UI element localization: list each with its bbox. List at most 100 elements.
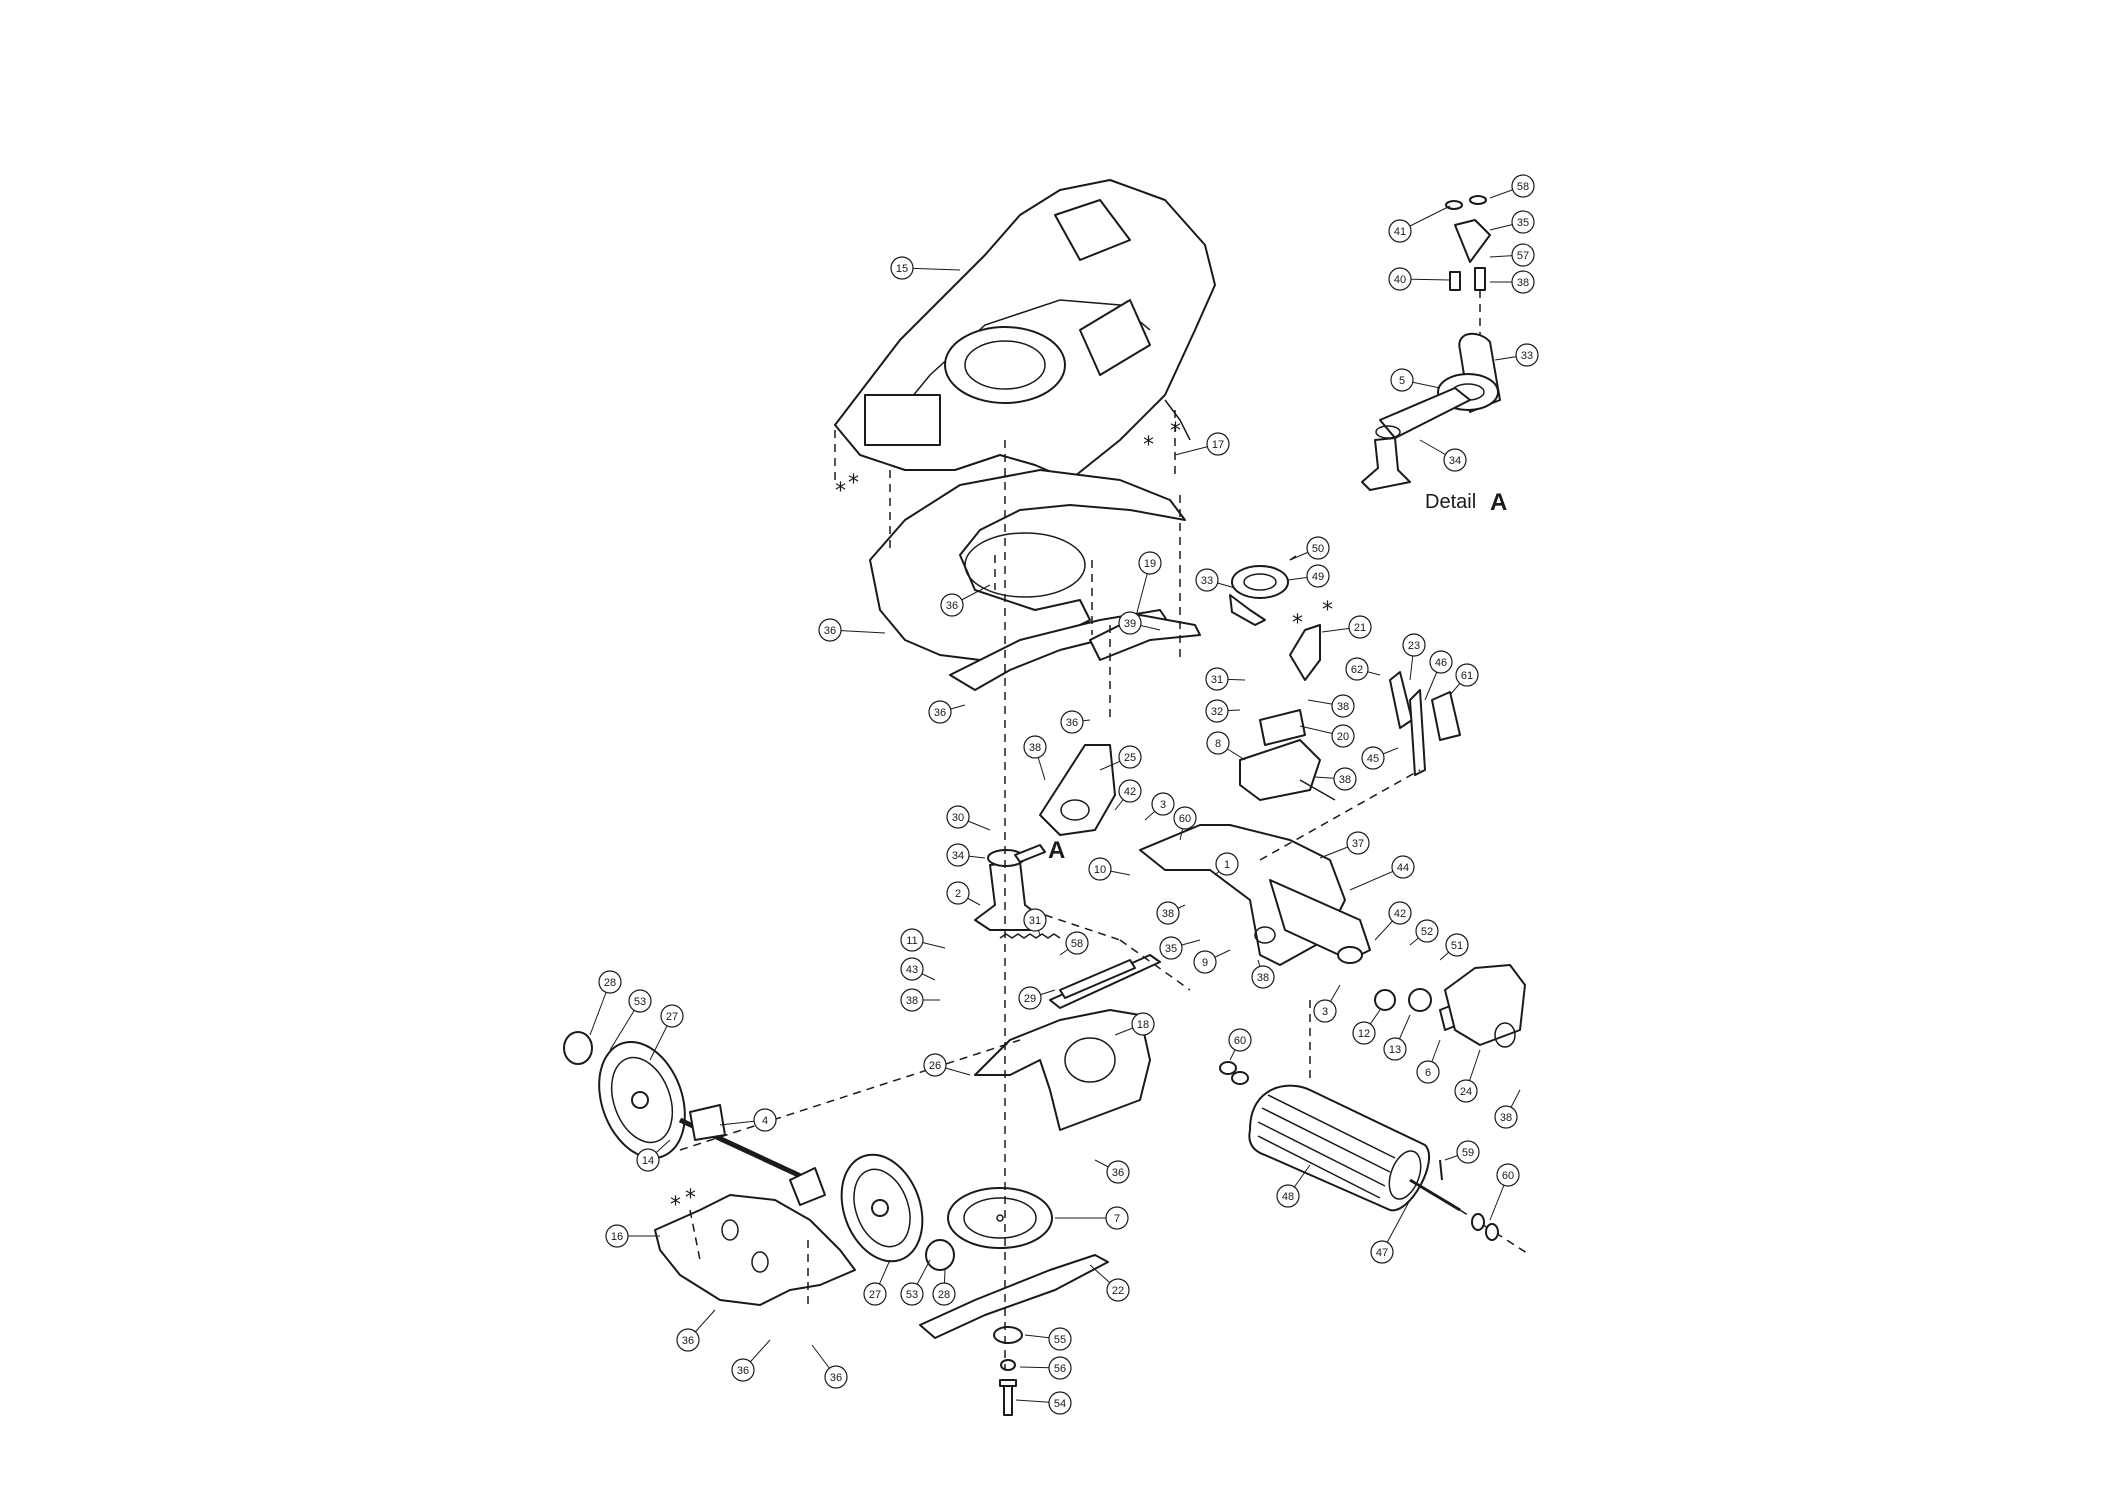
callout-number: 42 — [1124, 786, 1136, 798]
callout-bubble — [1048, 1356, 1072, 1380]
callout-8: 8 — [1206, 731, 1246, 761]
callout-bubble — [1048, 1327, 1072, 1351]
callout-bubble — [731, 1358, 755, 1382]
callout-number: 55 — [1054, 1334, 1066, 1346]
callout-bubble — [1251, 965, 1275, 989]
callout-number: 46 — [1435, 657, 1447, 669]
callout-27: 27 — [649, 1004, 684, 1061]
callout-19: 19 — [1134, 551, 1162, 621]
callout-36: 36 — [818, 618, 886, 642]
callout-1: 1 — [1214, 852, 1239, 876]
callout-26: 26 — [923, 1053, 971, 1077]
callout-number: 34 — [952, 850, 964, 862]
callout-bubble — [676, 1328, 700, 1352]
callout-number: 36 — [824, 625, 836, 637]
bracket-23 — [1389, 671, 1461, 776]
callout-bubble — [1048, 1391, 1072, 1415]
callout-60: 60 — [1228, 1028, 1252, 1061]
callout-48: 48 — [1276, 1164, 1311, 1208]
callout-number: 56 — [1054, 1363, 1066, 1375]
callout-bubble — [1065, 931, 1089, 955]
callout-number: 12 — [1358, 1028, 1370, 1040]
roller-shaft-47 — [1409, 1159, 1531, 1256]
callout-number: 42 — [1394, 908, 1406, 920]
callout-20: 20 — [1299, 724, 1355, 748]
callout-29: 29 — [1018, 986, 1056, 1010]
callout-bubble — [1331, 724, 1355, 748]
callout-bubble — [1348, 615, 1372, 639]
callout-number: 30 — [952, 812, 964, 824]
callout-bubble — [1455, 663, 1479, 687]
star-mark: * — [848, 471, 859, 496]
callout-44: 44 — [1349, 855, 1415, 891]
callout-9: 9 — [1193, 949, 1231, 974]
callout-number: 31 — [1029, 915, 1041, 927]
callout-38: 38 — [1251, 959, 1275, 989]
detail-a-assembly — [1361, 195, 1501, 491]
callout-39: 39 — [1118, 611, 1161, 635]
callout-number: 60 — [1234, 1035, 1246, 1047]
callout-7: 7 — [1055, 1206, 1129, 1230]
callout-17: 17 — [1174, 432, 1230, 456]
callout-bubble — [1429, 650, 1453, 674]
callout-54: 54 — [1015, 1391, 1072, 1415]
callout-number: 2 — [955, 888, 961, 900]
callout-bubble — [1511, 270, 1535, 294]
callout-number: 36 — [946, 600, 958, 612]
callout-bubble — [1346, 831, 1370, 855]
callout-bubble — [1352, 1021, 1376, 1045]
rear-axle — [678, 1104, 826, 1206]
callout-bubble — [1018, 986, 1042, 1010]
callout-number: 36 — [682, 1335, 694, 1347]
callout-bubble — [1206, 731, 1230, 755]
blade-22 — [919, 1254, 1109, 1339]
callout-number: 40 — [1394, 274, 1406, 286]
callout-bubble — [1228, 1028, 1252, 1052]
callout-bubble — [900, 957, 924, 981]
callout-bubble — [1443, 448, 1467, 472]
callout-53: 53 — [900, 1259, 931, 1306]
section-marker-a: A — [1048, 837, 1065, 864]
callout-bubble — [1151, 792, 1175, 816]
callout-bubble — [1333, 767, 1357, 791]
callout-bubble — [1023, 908, 1047, 932]
callout-bubble — [1494, 1105, 1518, 1129]
callout-38: 38 — [1314, 767, 1357, 791]
callout-bubble — [1515, 343, 1539, 367]
callout-38: 38 — [1307, 694, 1355, 718]
callout-number: 28 — [604, 977, 616, 989]
callout-number: 36 — [737, 1365, 749, 1377]
callout-30: 30 — [946, 805, 991, 831]
callout-number: 62 — [1351, 664, 1363, 676]
callout-number: 18 — [1137, 1019, 1149, 1031]
callout-14: 14 — [636, 1139, 671, 1172]
star-mark: * — [1292, 611, 1303, 636]
callout-bubble — [946, 805, 970, 829]
callout-bubble — [1402, 633, 1426, 657]
callout-42: 42 — [1114, 779, 1142, 811]
callout-bubble — [1416, 1060, 1440, 1084]
callout-number: 20 — [1337, 731, 1349, 743]
callout-number: 33 — [1521, 350, 1533, 362]
callout-number: 15 — [896, 263, 908, 275]
callout-bubble — [1023, 735, 1047, 759]
callout-60: 60 — [1173, 806, 1197, 841]
callout-number: 47 — [1376, 1247, 1388, 1259]
callout-number: 36 — [830, 1372, 842, 1384]
callout-bubble — [1454, 1079, 1478, 1103]
callout-bubble — [1313, 999, 1337, 1023]
callout-number: 13 — [1389, 1044, 1401, 1056]
callout-bubble — [1390, 368, 1414, 392]
callout-number: 3 — [1322, 1006, 1328, 1018]
callout-bubble — [1388, 267, 1412, 291]
callout-number: 27 — [666, 1011, 678, 1023]
callout-number: 51 — [1451, 940, 1463, 952]
callout-41: 41 — [1388, 205, 1451, 243]
callout-number: 32 — [1211, 706, 1223, 718]
callout-bubble — [1173, 806, 1197, 830]
callout-number: 17 — [1212, 439, 1224, 451]
callout-36: 36 — [731, 1339, 771, 1382]
callout-bubble — [932, 1282, 956, 1306]
callout-number: 33 — [1201, 575, 1213, 587]
